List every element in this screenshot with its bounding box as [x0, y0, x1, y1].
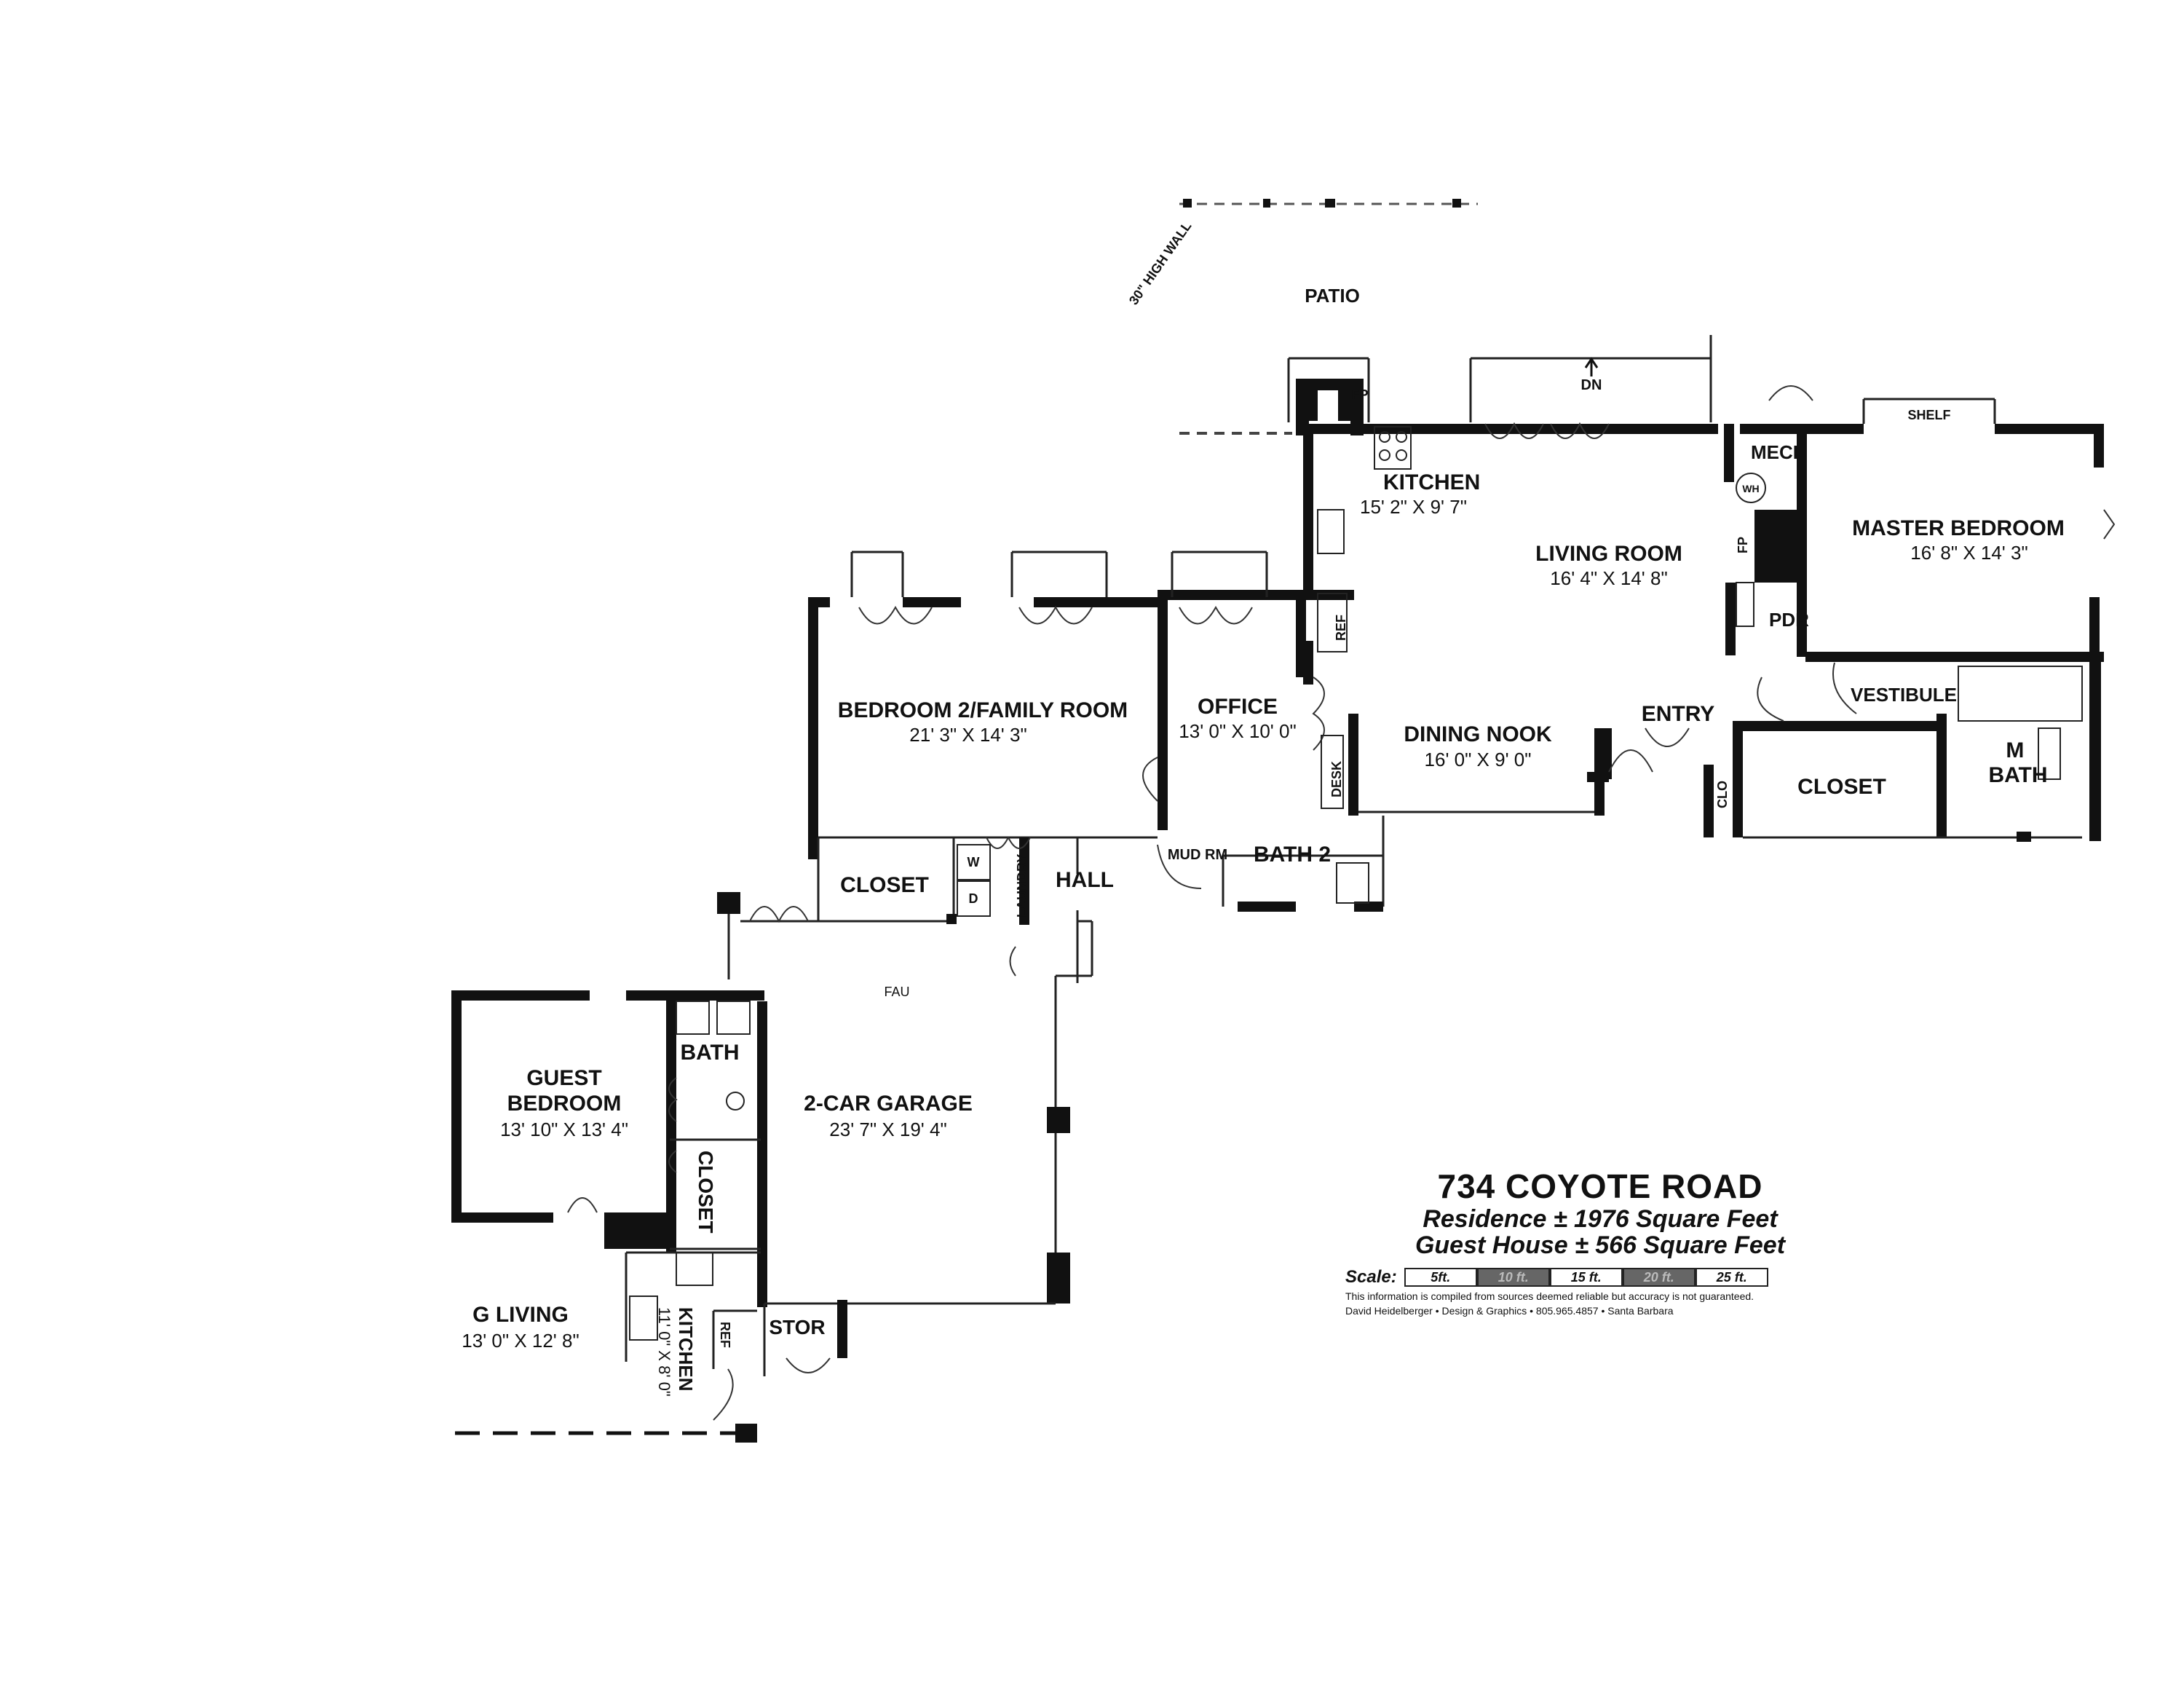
- entry-label: ENTRY: [1642, 702, 1715, 726]
- garage-and-guest-walls: [451, 892, 1093, 1443]
- door-swings-main: [858, 385, 2116, 889]
- office-dim: 13' 0" X 10' 0": [1179, 720, 1296, 742]
- guest-bedroom-line1: GUEST: [526, 1066, 601, 1090]
- master-bedroom-name: MASTER BEDROOM: [1852, 516, 2065, 540]
- guest-living-dim: 13' 0" X 12' 8": [462, 1330, 579, 1352]
- scale-bar: Scale: 5ft. 10 ft. 15 ft. 20 ft. 25 ft.: [1345, 1267, 1855, 1287]
- desk-label: DESK: [1329, 761, 1344, 797]
- scale-segment-4: 20 ft.: [1622, 1268, 1696, 1287]
- mech-label: MECH: [1751, 441, 1807, 463]
- guest-closet-label: CLOSET: [695, 1151, 717, 1234]
- living-room-dim: 16' 4" X 14' 8": [1550, 567, 1667, 589]
- clo-label: CLO: [1715, 781, 1730, 808]
- m-bath-label: M BATH: [1988, 738, 2047, 787]
- dining-nook-dim: 16' 0" X 9' 0": [1425, 749, 1532, 770]
- guest-house-area: Guest House ± 566 Square Feet: [1415, 1231, 1786, 1259]
- hall-closet-label: CLOSET: [840, 873, 929, 897]
- fixtures: [629, 426, 2083, 1341]
- guest-kitchen-dim: 11' 0" X 8' 0": [655, 1307, 673, 1397]
- water-heater-label: WH: [1742, 483, 1759, 494]
- storage-label: STOR: [769, 1316, 825, 1338]
- m-bath-line2: BATH: [1988, 763, 2047, 787]
- fau-label: FAU: [884, 985, 909, 999]
- residence-area: Residence ± 1976 Square Feet: [1423, 1205, 1778, 1233]
- credit-text: David Heidelberger • Design & Graphics •…: [1345, 1305, 1674, 1317]
- main-ref-label: REF: [1334, 615, 1348, 641]
- bath2-label: BATH 2: [1254, 843, 1331, 867]
- scale-segment-5: 25 ft.: [1695, 1268, 1768, 1287]
- arrow-up-icon: [1584, 357, 1599, 376]
- fireplace-top-label: FP: [1351, 387, 1368, 402]
- guest-ref-label: REF: [718, 1322, 732, 1348]
- down-stairs-label: DN: [1581, 377, 1602, 393]
- dining-nook-name: DINING NOOK: [1404, 722, 1552, 746]
- guest-bath-label: BATH: [680, 1041, 739, 1065]
- guest-bedroom-line2: BEDROOM: [507, 1092, 622, 1116]
- door-swings-guest: [567, 906, 1016, 1421]
- address-title: 734 COYOTE ROAD: [1437, 1167, 1763, 1205]
- garage-name: 2-CAR GARAGE: [804, 1092, 973, 1116]
- vestibule-label: VESTIBULE: [1851, 684, 1957, 706]
- guest-kitchen-name: KITCHEN: [675, 1307, 697, 1392]
- master-closet-label: CLOSET: [1797, 775, 1886, 799]
- garage-dim: 23' 7" X 19' 4": [829, 1119, 946, 1140]
- mud-room-label: MUD RM: [1168, 847, 1227, 863]
- guest-living-name: G LIVING: [472, 1303, 569, 1327]
- washer-label: W: [968, 855, 980, 869]
- disclaimer-text: This information is compiled from source…: [1345, 1290, 1754, 1302]
- bedroom2-dim: 21' 3" X 14' 3": [909, 724, 1026, 746]
- kitchen-name: KITCHEN: [1383, 470, 1480, 494]
- living-room-name: LIVING ROOM: [1535, 542, 1682, 566]
- main-house-walls: [808, 335, 2104, 983]
- wall-note-label: 30" HIGH WALL: [1126, 219, 1195, 308]
- patio-label: PATIO: [1305, 285, 1360, 307]
- m-bath-line1: M: [2006, 738, 2024, 762]
- patio-low-wall: [1179, 199, 1478, 435]
- scale-segment-2: 10 ft.: [1476, 1268, 1550, 1287]
- scale-label: Scale:: [1345, 1267, 1397, 1287]
- powder-room-label: PDR: [1769, 609, 1809, 631]
- guest-bedroom-dim: 13' 10" X 13' 4": [500, 1119, 628, 1140]
- office-name: OFFICE: [1198, 695, 1278, 719]
- scale-segment-3: 15 ft.: [1549, 1268, 1623, 1287]
- shelf-label: SHELF: [1907, 408, 1950, 422]
- title-block: 734 COYOTE ROAD Residence ± 1976 Square …: [1345, 1167, 1855, 1317]
- kitchen-dim: 15' 2" X 9' 7": [1360, 496, 1467, 518]
- bedroom2-name: BEDROOM 2/FAMILY ROOM: [838, 698, 1128, 722]
- master-bedroom-dim: 16' 8" X 14' 3": [1910, 542, 2027, 564]
- fireplace-side-label: FP: [1736, 537, 1750, 553]
- laundry-label: LAUNDRY: [1015, 854, 1029, 918]
- dryer-label: D: [969, 891, 978, 906]
- scale-segment-1: 5ft.: [1404, 1268, 1477, 1287]
- hall-label: HALL: [1056, 868, 1114, 892]
